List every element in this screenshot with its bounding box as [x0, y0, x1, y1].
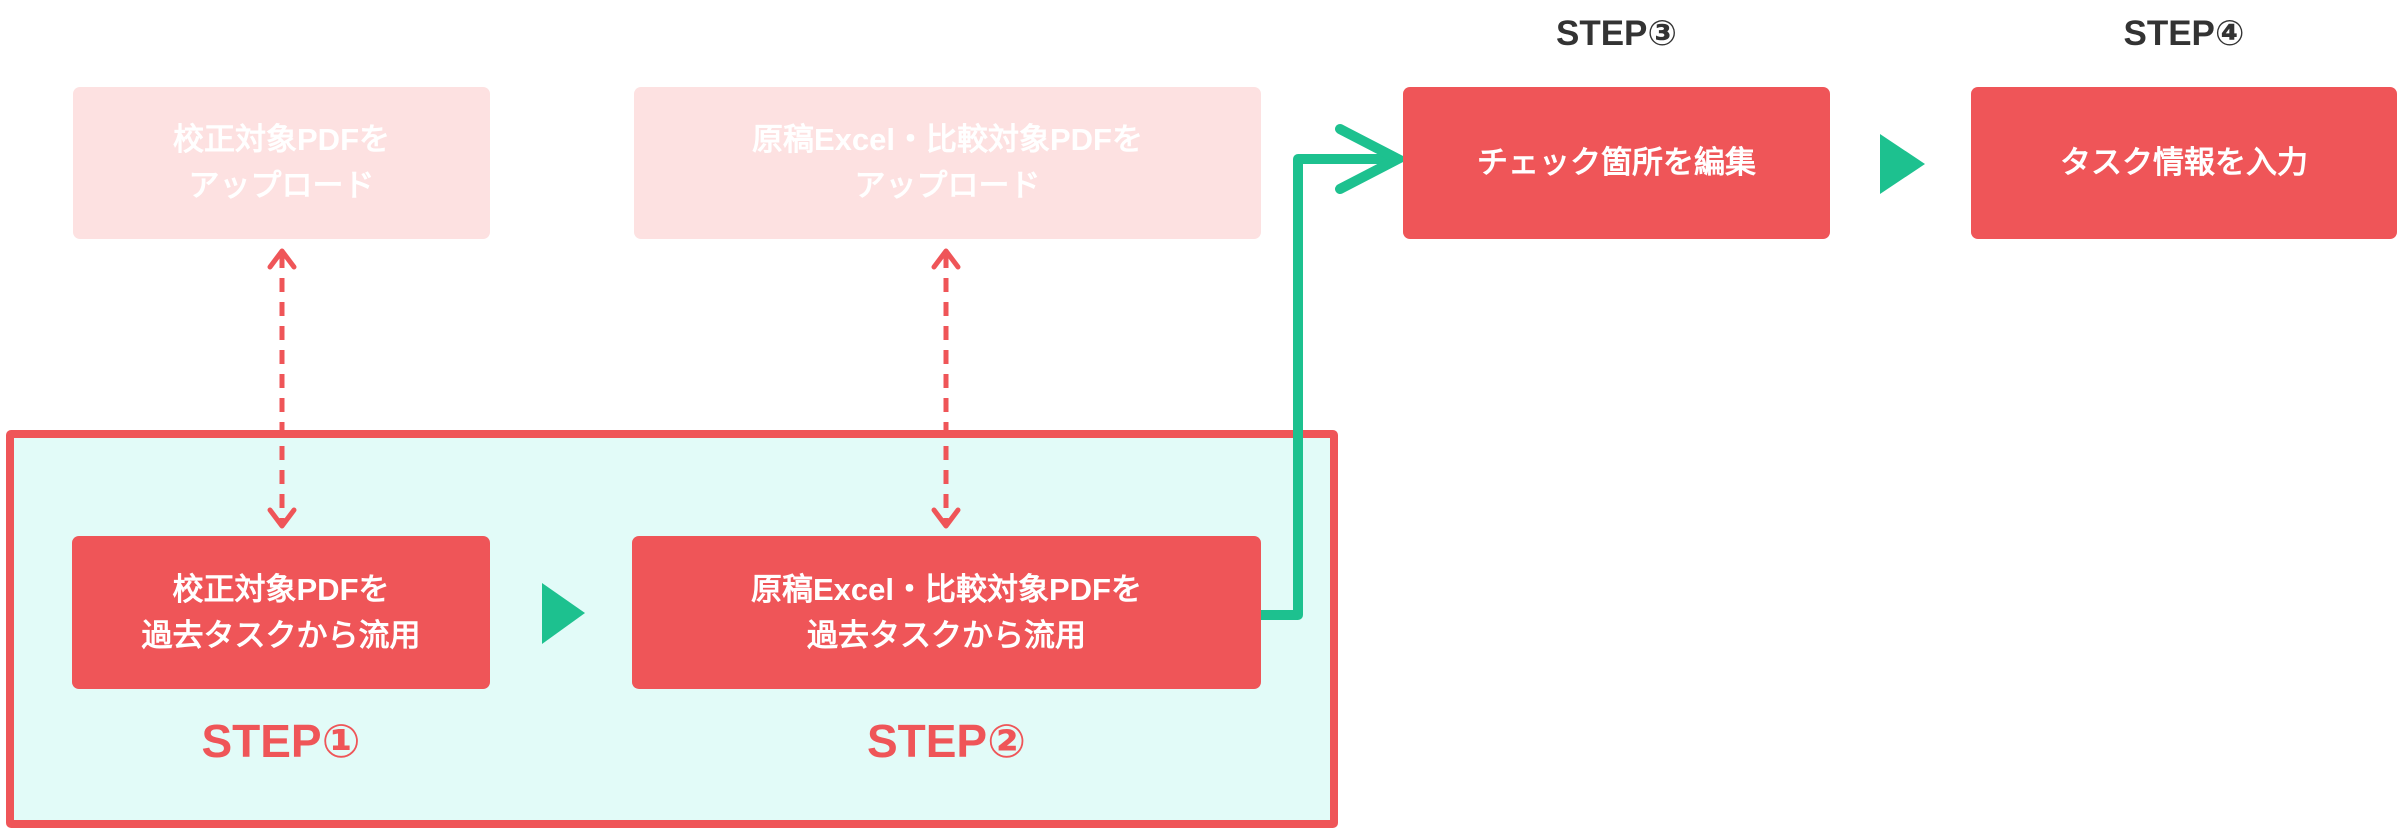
upload-box-proof-pdf: 校正対象PDFを アップロード	[73, 87, 490, 239]
dashed-double-arrow-step2	[931, 248, 961, 529]
step1-reuse-proof-pdf-box: 校正対象PDFを 過去タスクから流用	[72, 536, 490, 689]
step4-enter-task-info-box: タスク情報を入力	[1971, 87, 2397, 239]
step3-edit-check-points-box: チェック箇所を編集	[1403, 87, 1830, 239]
upload-box-proof-pdf-line2: アップロード	[188, 168, 375, 203]
step4-label: STEP④	[2123, 14, 2245, 53]
upload-box-excel-compare-pdf-line2: アップロード	[854, 168, 1041, 203]
arrowhead-down-step1	[267, 507, 297, 529]
step2-reuse-excel-compare-pdf-box: 原稿Excel・比較対象PDFを 過去タスクから流用	[632, 536, 1261, 689]
next-triangle-icon-step3-to-step4	[1880, 134, 1925, 194]
step1-label: STEP①	[201, 715, 361, 767]
arrowhead-up-step2	[931, 248, 961, 270]
step2-label: STEP②	[866, 715, 1027, 767]
green-connector-line	[1256, 154, 1399, 620]
step2-box-line1: 原稿Excel・比較対象PDFを	[750, 571, 1142, 607]
next-triangle-icon-step1-to-step2	[542, 583, 585, 644]
green-connector-step2-to-step3	[1256, 124, 1409, 620]
step1-box-line2: 過去タスクから流用	[141, 617, 421, 653]
upload-box-excel-compare-pdf: 原稿Excel・比較対象PDFを アップロード	[634, 87, 1261, 239]
green-connector-arrowhead	[1335, 124, 1409, 194]
step1-box-line1: 校正対象PDFを	[172, 571, 390, 607]
upload-box-excel-compare-pdf-line1: 原稿Excel・比較対象PDFを	[751, 122, 1143, 157]
arrowhead-up-step1	[267, 248, 297, 270]
upload-box-proof-pdf-line1: 校正対象PDFを	[173, 122, 390, 157]
arrowhead-down-step2	[931, 507, 961, 529]
dashed-double-arrow-step1	[267, 248, 297, 529]
step3-label: STEP③	[1555, 14, 1678, 53]
step2-box-line2: 過去タスクから流用	[807, 617, 1086, 653]
step4-box-text: タスク情報を入力	[2060, 145, 2308, 180]
step3-box-text: チェック箇所を編集	[1477, 145, 1756, 180]
